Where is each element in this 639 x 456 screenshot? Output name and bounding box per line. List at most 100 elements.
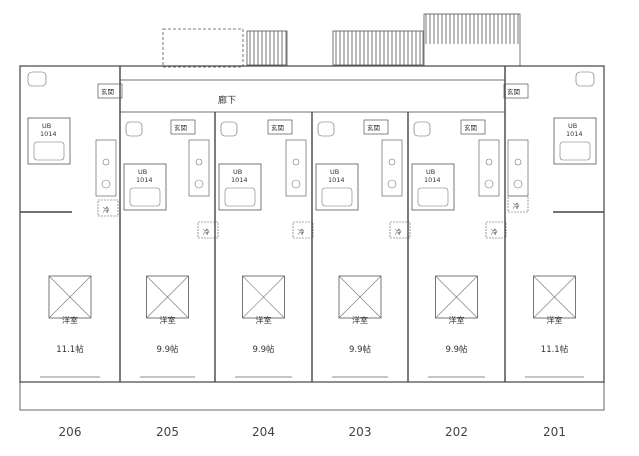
toilet-icon (125, 121, 143, 137)
room-label: 洋室 (160, 315, 176, 325)
bath-unit (123, 163, 167, 211)
room-marker (338, 275, 382, 319)
entrance-label: 玄関 (367, 123, 380, 132)
fridge-space (197, 221, 219, 239)
bath-size: 1014 (424, 176, 441, 184)
entrance-area (97, 83, 123, 99)
bath-size: 1014 (328, 176, 345, 184)
fridge-label: 冷 (513, 201, 520, 210)
bath-label: UB (568, 122, 577, 130)
toilet-icon (317, 121, 335, 137)
unit-number: 205 (156, 425, 179, 439)
room-marker (435, 275, 478, 319)
kitchen-counter (507, 139, 529, 197)
bathtub-icon (129, 187, 161, 207)
room-area: 9.9帖 (349, 344, 372, 355)
room-label: 洋室 (547, 315, 563, 325)
entrance-area (267, 119, 293, 135)
entrance-area (503, 83, 529, 99)
sink-icon (513, 179, 523, 189)
unit-number: 201 (543, 425, 566, 439)
room-label: 洋室 (62, 315, 78, 325)
kitchen-counter (381, 139, 403, 197)
bath-size: 1014 (566, 130, 583, 138)
fridge-label-206: 冷 (103, 205, 110, 214)
corridor-label: 廊下 (218, 94, 236, 106)
bath-label: UB (426, 168, 435, 176)
unit-number: 203 (349, 425, 372, 439)
sink-icon (194, 179, 204, 189)
units: 洋室11.1帖UB1014玄関洋室9.9帖UB1014玄関冷洋室9.9帖UB10… (27, 71, 597, 378)
entrance-area (363, 119, 389, 135)
toilet-icon (575, 71, 595, 87)
sink-icon (291, 179, 301, 189)
bath-label: UB (42, 122, 51, 130)
stove-icon (292, 158, 300, 166)
bath-label: UB (138, 168, 147, 176)
bath-label: UB (233, 168, 242, 176)
unit-number: 204 (252, 425, 275, 439)
unit-number: 202 (445, 425, 468, 439)
bathtub-icon (417, 187, 449, 207)
fridge-label: 冷 (298, 227, 305, 236)
room-marker (48, 275, 92, 319)
fridge-space (389, 221, 411, 239)
toilet-icon (413, 121, 431, 137)
room-marker (146, 275, 189, 319)
stairs-left (162, 28, 288, 68)
bath-unit (27, 117, 71, 165)
stove-icon (102, 158, 110, 166)
fridge-label: 冷 (203, 227, 210, 236)
stove-icon (514, 158, 522, 166)
room-area: 9.9帖 (156, 344, 179, 355)
fridge-space-206 (97, 199, 119, 217)
fridge-space (485, 221, 507, 239)
entrance-area (460, 119, 486, 135)
fridge-label: 冷 (395, 227, 402, 236)
bath-size: 1014 (231, 176, 248, 184)
kitchen-counter (95, 139, 117, 197)
stairs-right (332, 13, 521, 67)
entrance-area (170, 119, 196, 135)
unit-number: 206 (59, 425, 82, 439)
sink-icon (101, 179, 111, 189)
bath-size: 1014 (40, 130, 57, 138)
bath-label: UB (330, 168, 339, 176)
room-marker (242, 275, 285, 319)
unit-numbers: 206 205 204 203 202 201 (59, 425, 566, 439)
entrance-label: 玄関 (174, 123, 187, 132)
entrance-label: 玄関 (101, 87, 114, 96)
bathtub-icon (321, 187, 353, 207)
room-label: 洋室 (449, 315, 465, 325)
room-label: 洋室 (352, 315, 368, 325)
bath-unit (553, 117, 597, 165)
toilet-icon (220, 121, 238, 137)
fridge-space (507, 195, 529, 213)
entrance-label: 玄関 (464, 123, 477, 132)
bathtub-icon (33, 141, 65, 161)
bath-unit (315, 163, 359, 211)
room-marker (533, 275, 576, 319)
kitchen-counter (188, 139, 210, 197)
fridge-space (292, 221, 314, 239)
stove-icon (195, 158, 203, 166)
room-label: 洋室 (256, 315, 272, 325)
stove-icon (485, 158, 493, 166)
fridge-label: 冷 (491, 227, 498, 236)
toilet-icon (27, 71, 47, 87)
room-area: 11.1帖 (56, 344, 84, 355)
bath-size: 1014 (136, 176, 153, 184)
unit-walls (20, 66, 604, 382)
bath-unit (411, 163, 455, 211)
bathtub-icon (224, 187, 256, 207)
bath-unit (218, 163, 262, 211)
entrance-label: 玄関 (271, 123, 284, 132)
bathtub-icon (559, 141, 591, 161)
